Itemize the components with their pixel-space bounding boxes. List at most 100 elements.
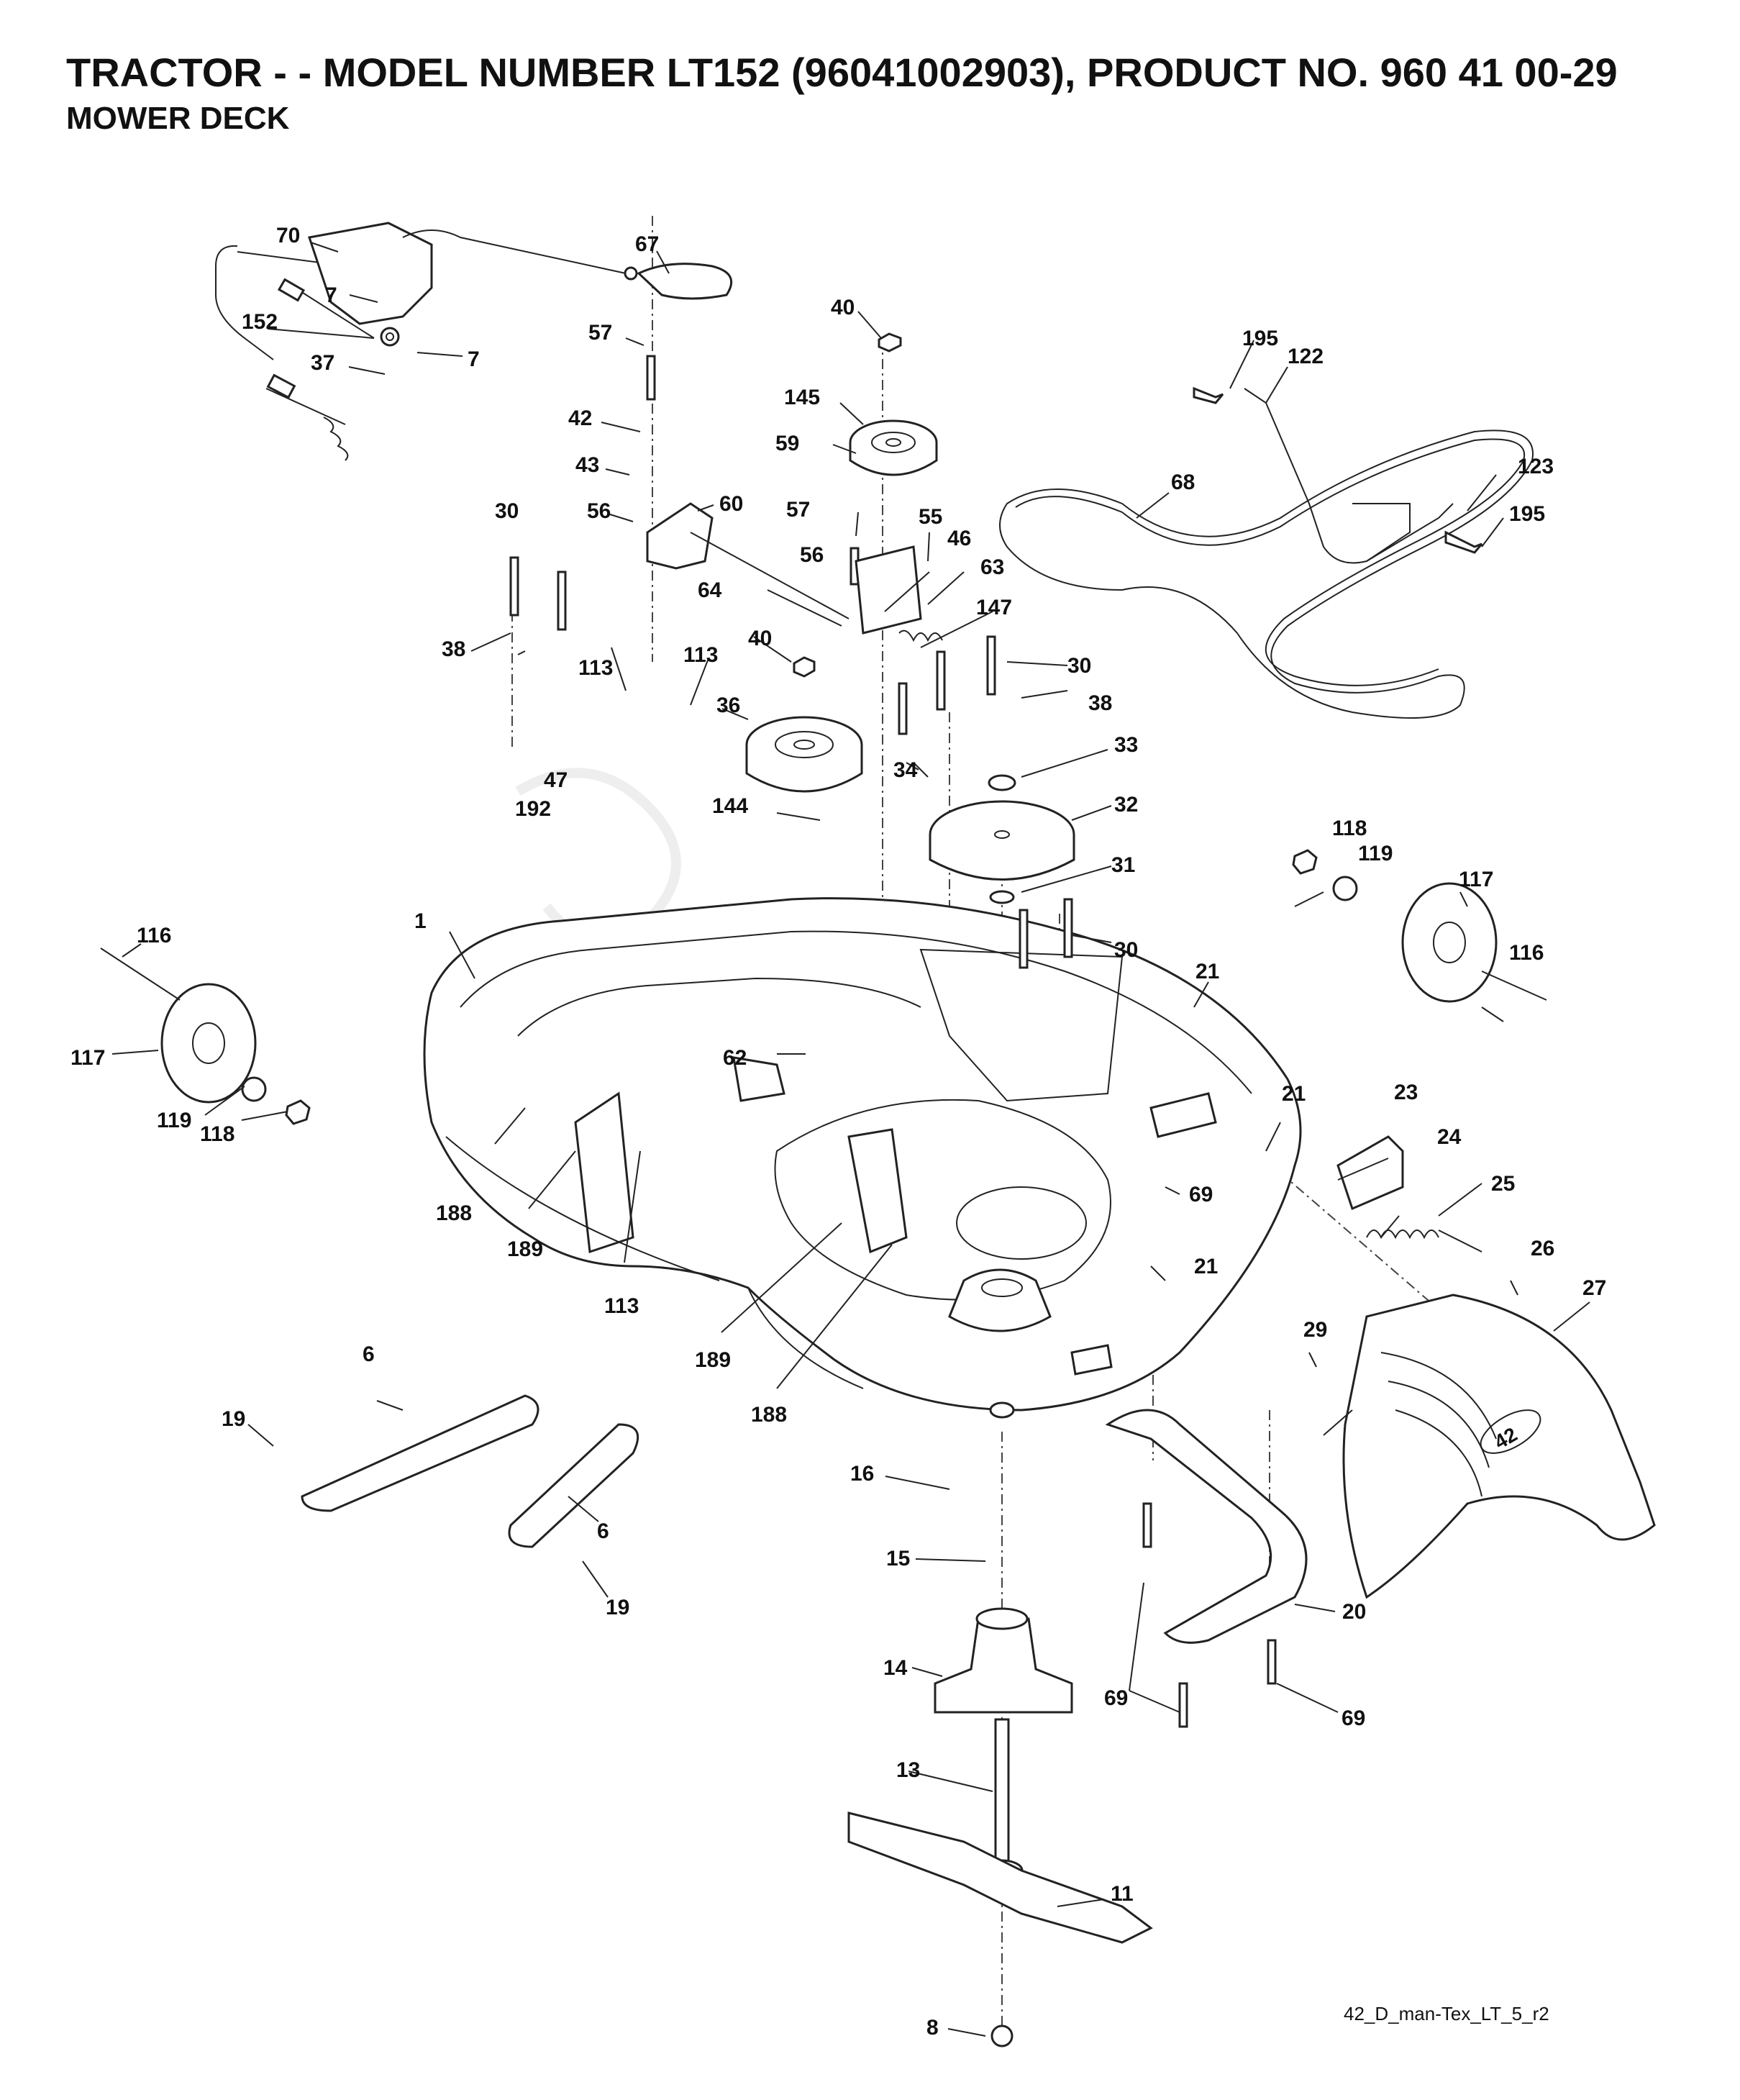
part-label-57: 57: [588, 321, 612, 345]
part-label-64: 64: [698, 578, 722, 602]
part-label-147: 147: [976, 596, 1012, 619]
part-label-24: 24: [1437, 1125, 1462, 1149]
part-label-68: 68: [1171, 471, 1195, 494]
part-label-57b: 57: [786, 498, 810, 522]
part-label-38: 38: [442, 637, 465, 661]
part-label-46: 46: [947, 527, 971, 550]
part-label-21c: 21: [1194, 1255, 1218, 1278]
part-label-25: 25: [1491, 1172, 1515, 1196]
part-label-145: 145: [784, 386, 820, 409]
part-label-144: 144: [712, 794, 748, 818]
spindle-pulley-32: [929, 774, 1075, 904]
part-label-195b: 195: [1509, 502, 1545, 526]
part-label-189: 189: [507, 1237, 543, 1261]
part-label-40: 40: [831, 296, 855, 319]
part-label-116: 116: [137, 924, 171, 947]
part-label-23: 23: [1394, 1081, 1418, 1104]
deck-lift-linkage: [215, 222, 638, 461]
part-label-192: 192: [515, 797, 551, 821]
part-label-69: 69: [1189, 1183, 1213, 1206]
part-label-7b: 7: [468, 347, 480, 371]
page-subtitle: MOWER DECK: [66, 101, 290, 136]
part-label-69c: 69: [1342, 1706, 1365, 1730]
part-label-13: 13: [896, 1758, 920, 1782]
spindle-housing: [934, 1268, 1073, 1714]
part-label-188: 188: [436, 1201, 472, 1225]
mower-blade: [847, 1812, 1153, 2047]
leader-lines: [111, 242, 1590, 2037]
gauge-wheel-left: [100, 947, 311, 1125]
part-label-14: 14: [883, 1656, 908, 1680]
drive-belt: [999, 429, 1534, 719]
part-label-119: 119: [1358, 842, 1393, 865]
part-label-70: 70: [276, 224, 300, 247]
part-label-67: 67: [635, 232, 659, 256]
mower-deck-housing: [423, 897, 1302, 1412]
deck-support-arms: [301, 1394, 639, 1548]
part-label-6: 6: [363, 1342, 375, 1366]
part-label-118b: 118: [200, 1122, 234, 1146]
part-label-21: 21: [1195, 960, 1219, 983]
part-label-26: 26: [1531, 1237, 1554, 1260]
part-label-116b: 116: [1509, 941, 1544, 965]
part-label-152: 152: [242, 310, 278, 334]
idler-arm-bracket: [646, 502, 943, 642]
front-baffle: [1105, 1409, 1308, 1644]
part-label-20: 20: [1342, 1600, 1366, 1624]
part-label-38b: 38: [1088, 691, 1112, 715]
part-label-19b: 19: [606, 1596, 629, 1619]
part-label-63: 63: [980, 555, 1004, 579]
part-label-11: 11: [1111, 1882, 1134, 1906]
part-label-1: 1: [414, 909, 427, 933]
part-label-69b: 69: [1104, 1686, 1128, 1710]
part-label-122: 122: [1288, 345, 1324, 368]
part-label-118: 118: [1332, 817, 1367, 840]
part-label-6b: 6: [597, 1519, 609, 1543]
part-label-34: 34: [893, 758, 918, 782]
hardware-bolts: [509, 355, 1277, 1728]
part-label-21b: 21: [1282, 1082, 1306, 1106]
belt-guide: [1193, 386, 1483, 564]
part-label-56b: 56: [800, 543, 824, 567]
part-label-30b: 30: [1067, 654, 1091, 678]
tensioner-spring: [1336, 1135, 1482, 1253]
part-label-119b: 119: [157, 1109, 191, 1132]
part-label-55: 55: [919, 505, 942, 529]
height-knob: [637, 263, 733, 300]
part-label-113c: 113: [604, 1294, 639, 1318]
part-label-60: 60: [719, 492, 743, 516]
part-label-188b: 188: [751, 1403, 787, 1427]
part-label-16: 16: [850, 1462, 874, 1486]
idler-pulley-upper: [849, 332, 938, 476]
part-label-30: 30: [495, 499, 519, 523]
part-label-27: 27: [1582, 1276, 1606, 1300]
part-label-59: 59: [775, 432, 799, 455]
part-label-47: 47: [544, 768, 568, 792]
part-label-8: 8: [926, 2016, 939, 2040]
part-label-31: 31: [1111, 853, 1135, 877]
part-label-195: 195: [1242, 327, 1278, 350]
part-label-189b: 189: [695, 1348, 731, 1372]
part-label-43: 43: [575, 453, 599, 477]
part-label-117b: 117: [70, 1046, 105, 1070]
part-label-36: 36: [716, 694, 740, 717]
discharge-chute: 42: [1342, 1294, 1656, 1599]
part-label-15: 15: [886, 1547, 910, 1571]
part-label-37: 37: [311, 351, 334, 375]
part-label-113b: 113: [683, 643, 718, 667]
part-label-29: 29: [1303, 1318, 1327, 1342]
part-label-117: 117: [1459, 868, 1493, 891]
idler-pulley-36: [745, 656, 863, 793]
part-label-56: 56: [587, 499, 611, 523]
part-label-19: 19: [222, 1407, 245, 1431]
drawing-code: 42_D_man-Tex_LT_5_r2: [1344, 2003, 1549, 2024]
page-title: TRACTOR - - MODEL NUMBER LT152 (96041002…: [66, 50, 1618, 95]
part-label-42: 42: [568, 406, 592, 430]
part-label-123: 123: [1518, 455, 1554, 478]
part-label-62: 62: [723, 1046, 747, 1070]
part-label-30c: 30: [1114, 938, 1138, 962]
part-label-113: 113: [578, 656, 613, 680]
gauge-wheel-right: [1292, 849, 1547, 1003]
part-label-7: 7: [325, 283, 337, 307]
